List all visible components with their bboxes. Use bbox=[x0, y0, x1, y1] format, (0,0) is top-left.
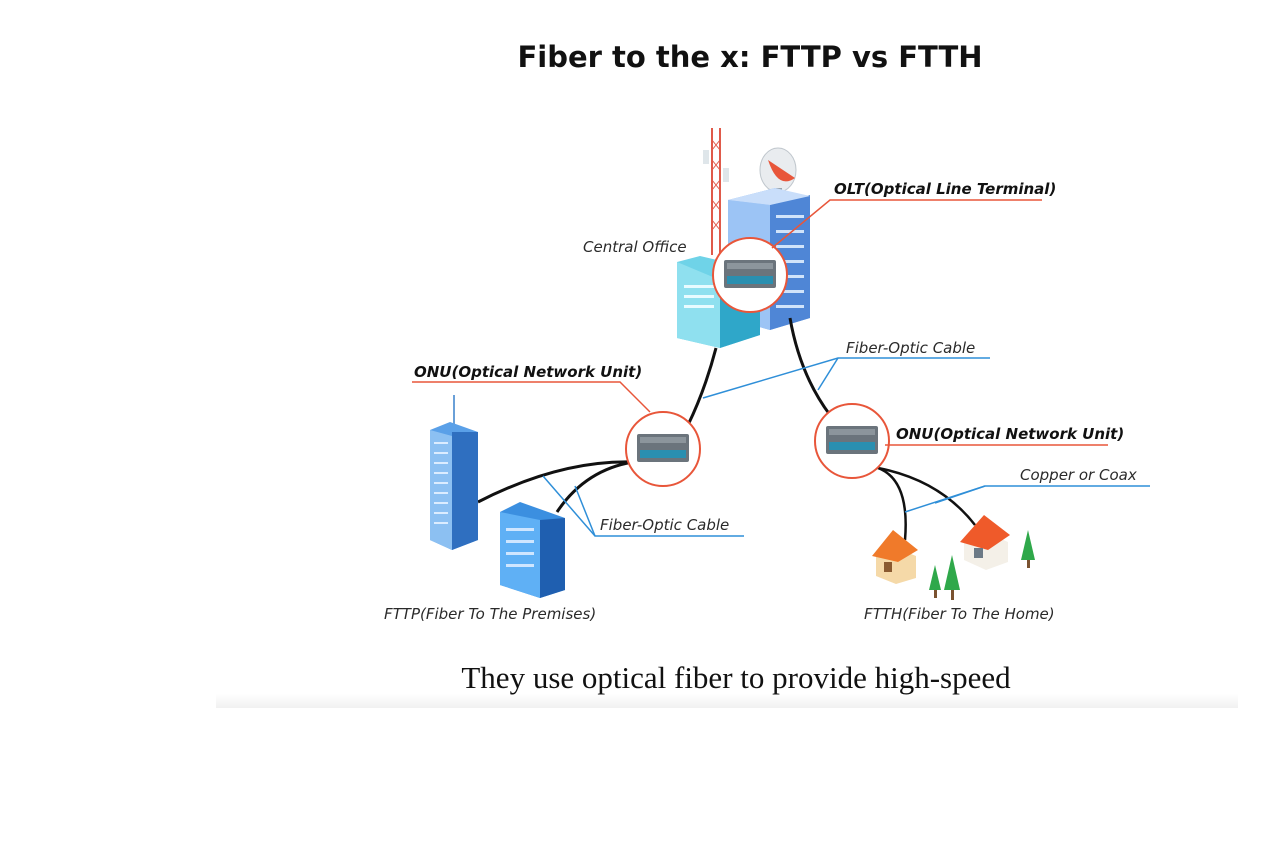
telecom-tower bbox=[703, 128, 729, 255]
fttp-skyscraper bbox=[430, 395, 478, 550]
copper-coax-label: Copper or Coax bbox=[1020, 466, 1137, 484]
fiber-optic-cable-label-top: Fiber-Optic Cable bbox=[846, 339, 975, 357]
ftth-label: FTTH(Fiber To The Home) bbox=[864, 605, 1055, 623]
fiber-optic-cable-label-bottom: Fiber-Optic Cable bbox=[600, 516, 729, 534]
subtitle-band bbox=[216, 660, 1238, 708]
central-office-label: Central Office bbox=[583, 238, 687, 256]
red-leader-lines bbox=[412, 199, 1108, 446]
olt-label: OLT(Optical Line Terminal) bbox=[834, 180, 1056, 198]
blue-leader-lines bbox=[542, 357, 1150, 537]
house-left bbox=[872, 530, 918, 584]
subtitle-text: They use optical fiber to provide high-s… bbox=[461, 660, 1011, 695]
onu-left-label: ONU(Optical Network Unit) bbox=[414, 363, 642, 381]
fiber-cables bbox=[477, 317, 832, 513]
olt-switch-icon bbox=[712, 237, 788, 313]
onu-right-label: ONU(Optical Network Unit) bbox=[896, 425, 1124, 443]
page-title: Fiber to the x: FTTP vs FTTH bbox=[517, 40, 983, 74]
fttp-office-building bbox=[500, 502, 565, 598]
fttp-label: FTTP(Fiber To The Premises) bbox=[384, 605, 596, 623]
copper-cables bbox=[877, 466, 976, 541]
trees bbox=[929, 530, 1035, 600]
onu-left-switch-icon bbox=[625, 411, 701, 487]
house-right bbox=[960, 515, 1010, 570]
onu-right-switch-icon bbox=[814, 403, 890, 479]
